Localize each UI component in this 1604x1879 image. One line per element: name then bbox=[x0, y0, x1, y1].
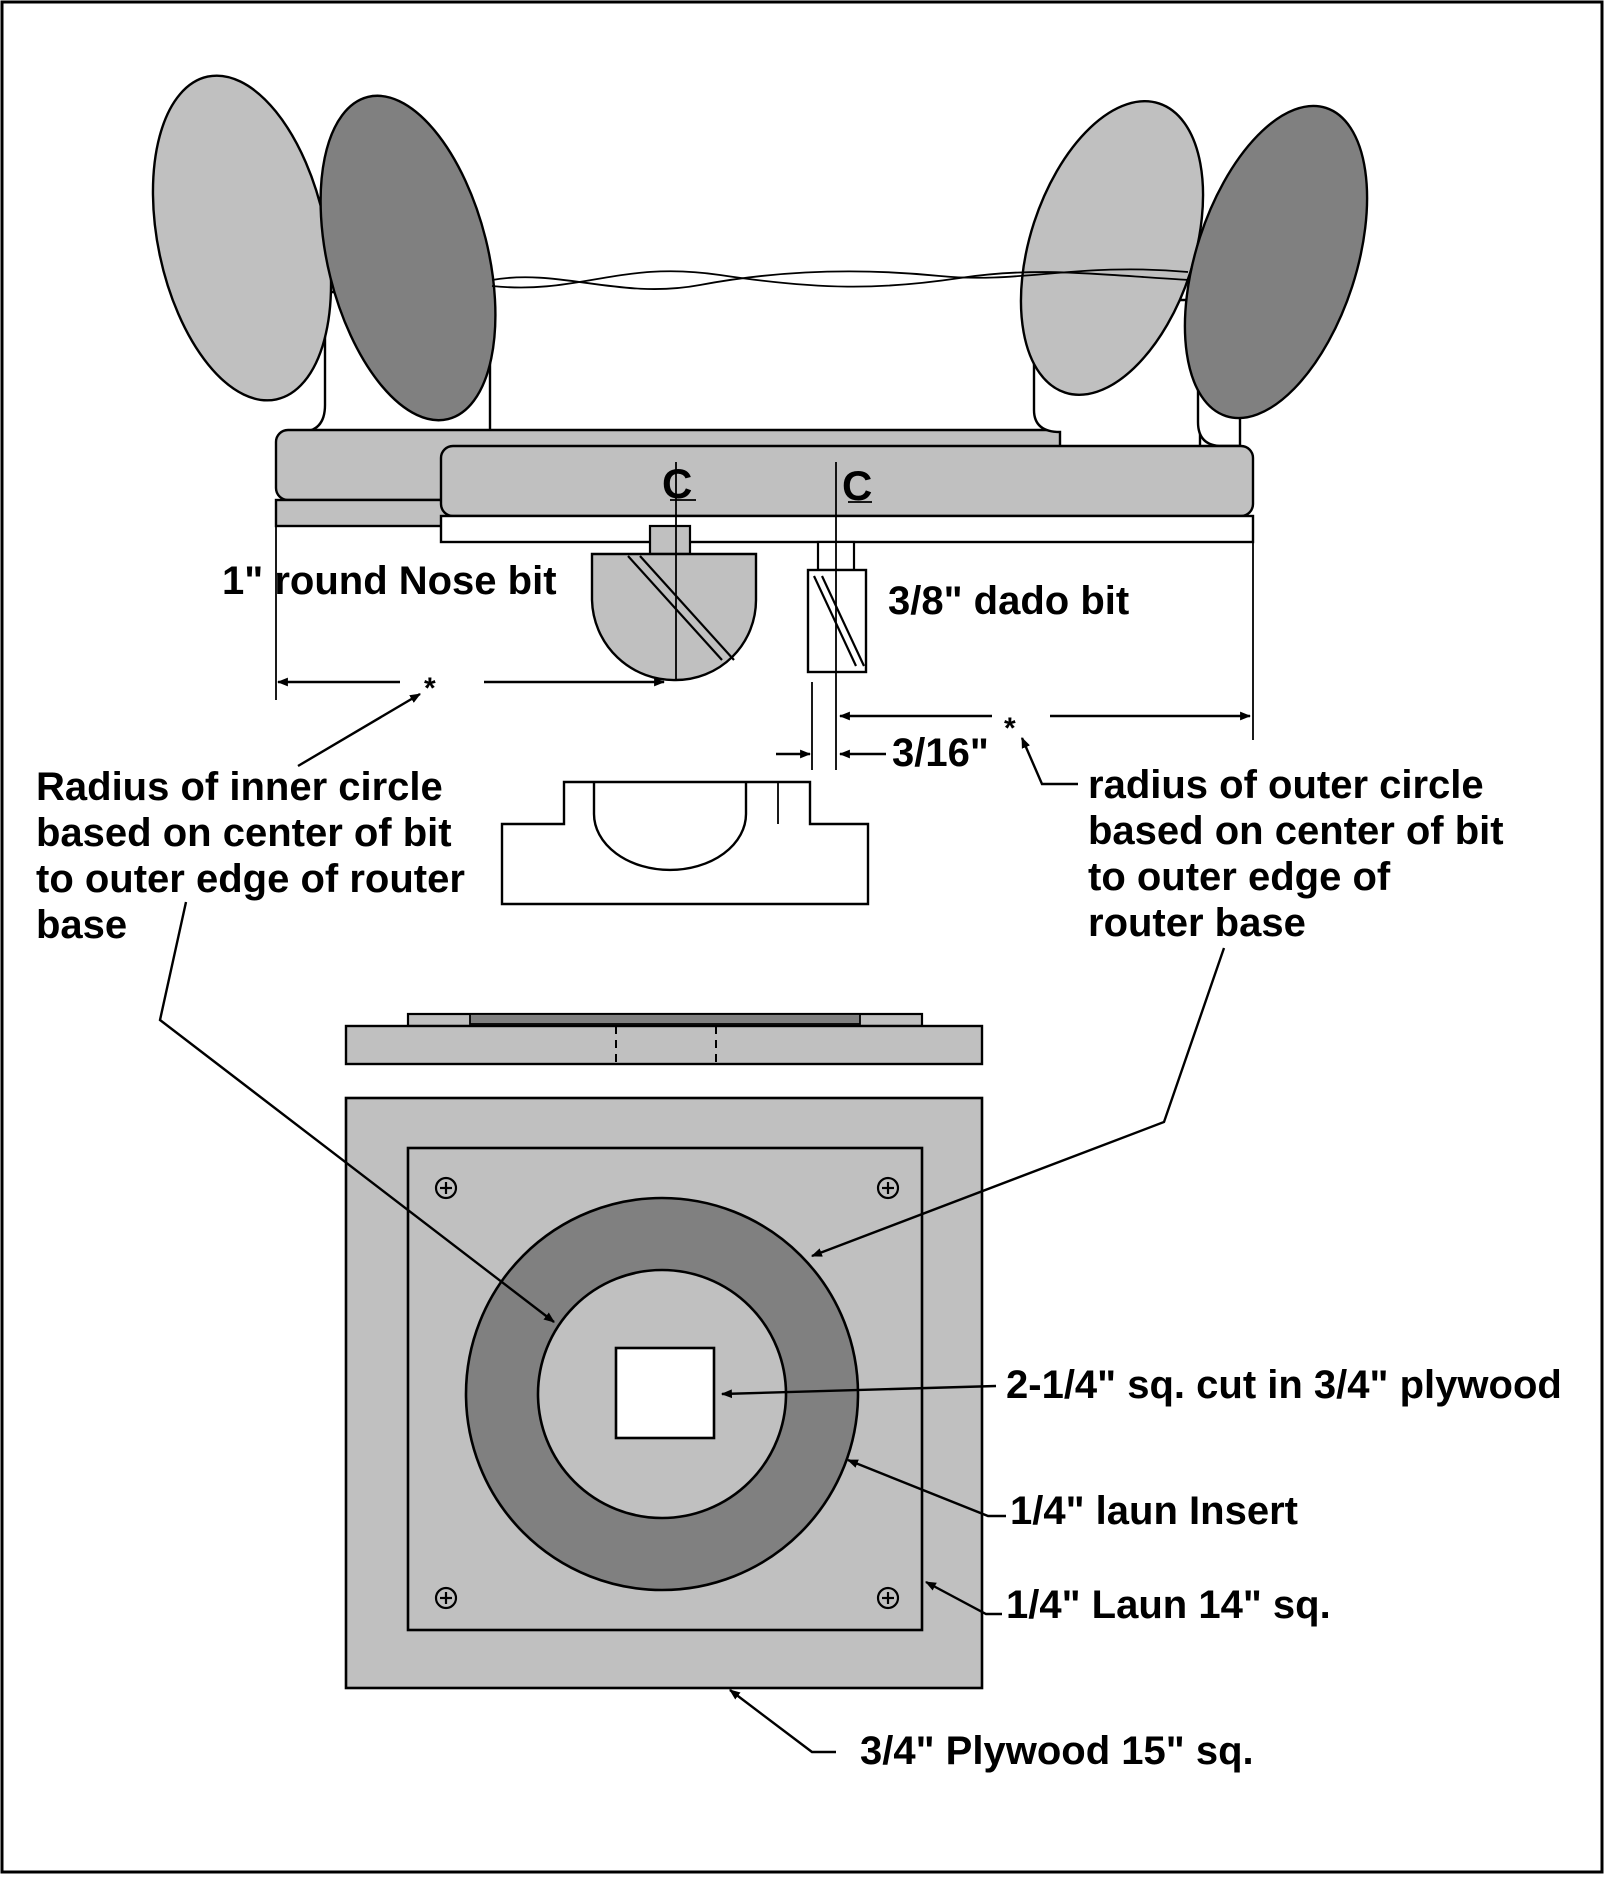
dado-bit bbox=[806, 540, 868, 674]
insert-layer-side bbox=[469, 1013, 861, 1025]
plywood-layer-side bbox=[344, 1024, 984, 1066]
plywood-square-label: 3/4" Plywood 15" sq. bbox=[860, 1729, 1254, 1773]
round-nose-flute-b bbox=[639, 555, 735, 661]
offset-label: 3/16" bbox=[892, 731, 989, 775]
inner-radius-line-2: based on center of bit bbox=[36, 811, 452, 855]
outer-radius-line-2: based on center of bit bbox=[1088, 809, 1504, 853]
table-side-view bbox=[344, 1012, 984, 1066]
power-cord-b bbox=[491, 270, 1191, 289]
plywood-square-leader bbox=[729, 1689, 836, 1754]
router-right-handle-front bbox=[1183, 104, 1369, 420]
square-cut-hole bbox=[614, 1346, 716, 1440]
outer-radius-line-1: radius of outer circle bbox=[1088, 763, 1484, 807]
table-top-view bbox=[344, 1096, 984, 1690]
dado-bit-label: 3/8" dado bit bbox=[888, 579, 1129, 623]
dado-bit-body bbox=[806, 568, 868, 674]
cut-profile-groove bbox=[592, 782, 748, 872]
laun-insert-leader bbox=[846, 1458, 1006, 1518]
outer-radius-asterisk: * bbox=[1004, 712, 1016, 745]
square-cut-leader bbox=[720, 1384, 997, 1399]
inner-radius-line-4: base bbox=[36, 903, 127, 947]
inner-radius-leader bbox=[297, 692, 421, 768]
round-nose-flute bbox=[627, 555, 723, 661]
inner-radius-line-3: to outer edge of router bbox=[36, 857, 465, 901]
inner-radius-line-1: Radius of inner circle bbox=[36, 765, 443, 809]
outer-circle-leader bbox=[810, 947, 1226, 1258]
round-nose-bit-shank bbox=[648, 524, 692, 556]
laun-square-label: 1/4" Laun 14" sq. bbox=[1006, 1583, 1331, 1627]
outer-radius-line-3: to outer edge of bbox=[1088, 855, 1391, 899]
screw-bottom-right bbox=[876, 1586, 900, 1610]
router-right-subbase bbox=[439, 514, 1255, 544]
square-cut-label: 2-1/4" sq. cut in 3/4" plywood bbox=[1006, 1363, 1562, 1407]
inner-radius-asterisk: * bbox=[424, 672, 436, 705]
round-nose-bit-label: 1" round Nose bit bbox=[222, 559, 557, 603]
screw-bottom-left bbox=[434, 1586, 458, 1610]
dado-bit-flute-b bbox=[821, 575, 865, 667]
laun-insert-label: 1/4" laun Insert bbox=[1010, 1489, 1298, 1533]
dado-bit-flute bbox=[813, 575, 857, 667]
router-left-handle-front bbox=[319, 94, 497, 422]
inner-circle-leader bbox=[158, 901, 555, 1323]
outer-radius-line-4: router base bbox=[1088, 901, 1306, 945]
screw-top-right bbox=[876, 1176, 900, 1200]
outer-radius-leader bbox=[1020, 736, 1078, 786]
screw-top-left bbox=[434, 1176, 458, 1200]
laun-square-leader bbox=[925, 1580, 1002, 1616]
centerlines: C C bbox=[662, 460, 872, 770]
router-right bbox=[439, 100, 1369, 544]
